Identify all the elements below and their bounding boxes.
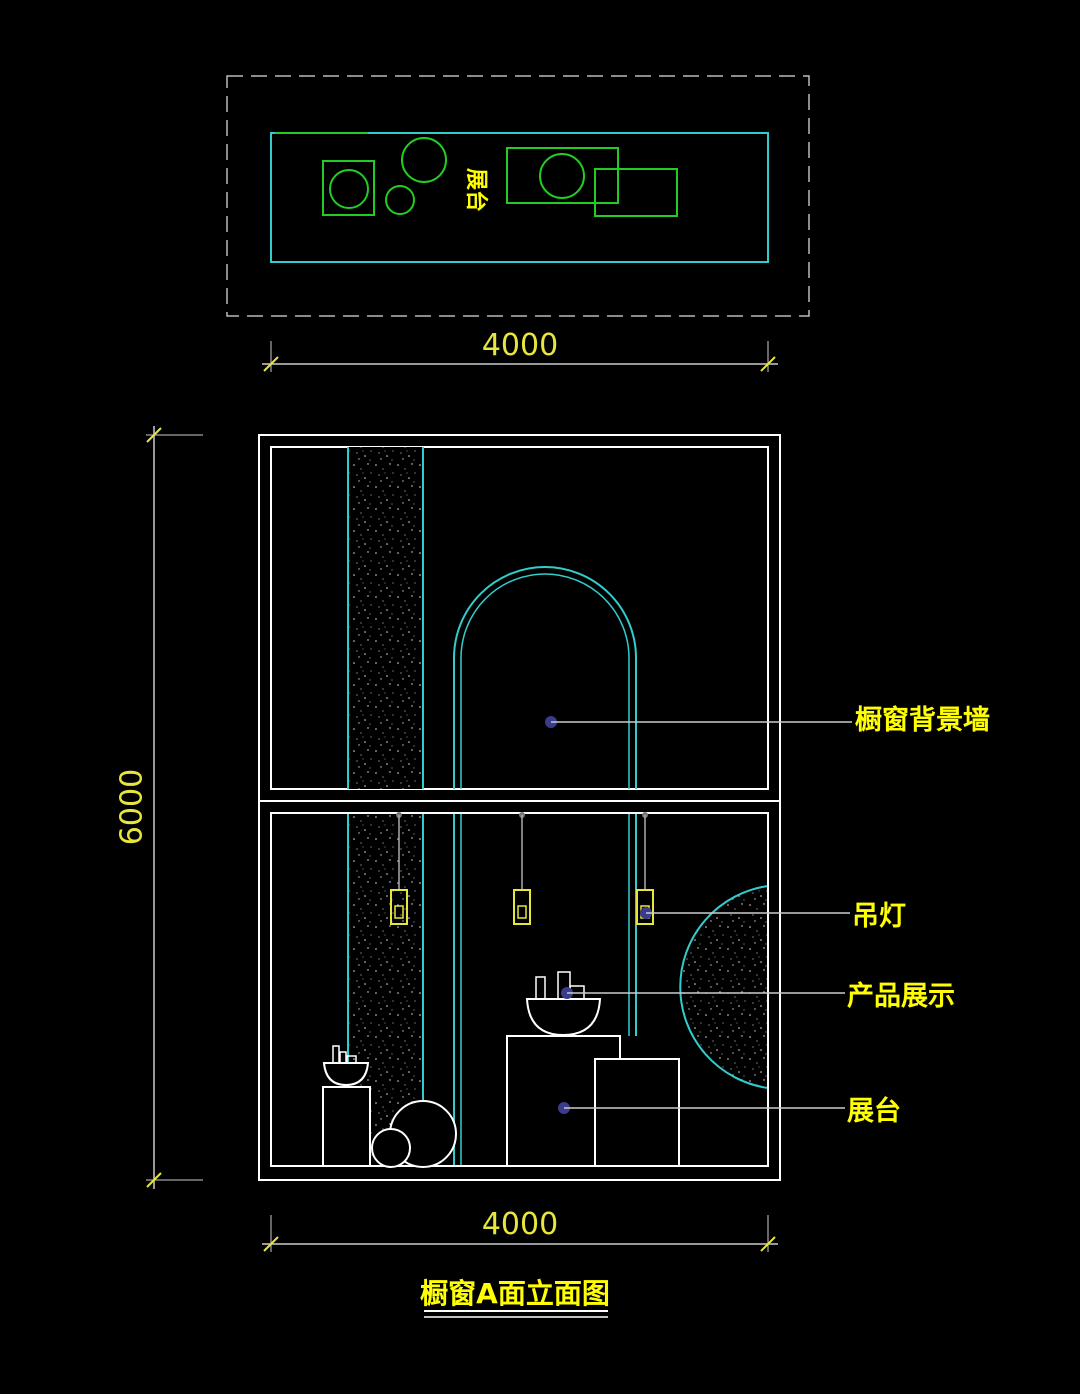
callout-pendant-light <box>640 907 850 919</box>
label-product-display: 产品展示 <box>847 981 955 1012</box>
stand-short-right <box>594 1058 680 1167</box>
plan-circle-small <box>385 185 415 215</box>
bowl-icon <box>322 1045 370 1087</box>
pendant-lamp-icon <box>390 812 408 925</box>
plan-circle-in-rect <box>539 153 585 199</box>
plan-window-outline <box>270 132 769 263</box>
elevation-width-text: 4000 <box>482 1207 558 1242</box>
drawing-title-text: 橱窗A面立面图 <box>420 1277 610 1310</box>
drawing-title: 橱窗A面立面图 <box>420 1277 610 1318</box>
label-background-wall: 橱窗背景墙 <box>855 704 990 736</box>
arch-inner <box>460 573 630 789</box>
pendant-lamp-icon <box>636 812 654 925</box>
plan-rect-stand-1 <box>506 147 619 204</box>
label-pendant-light: 吊灯 <box>852 901 906 932</box>
elevation-height-text: 6000 <box>115 769 150 845</box>
plan-width-dimension: 4000 <box>262 328 778 372</box>
half-circle-decor <box>679 884 769 1090</box>
arch-icon <box>453 566 637 789</box>
plan-label-display-stand: 展台 <box>463 168 489 212</box>
callout-product-display <box>561 987 845 999</box>
sphere-icon <box>371 1128 411 1168</box>
plan-dashed-boundary <box>226 75 810 317</box>
speckle-column-upper <box>348 447 423 789</box>
label-display-stand: 展台 <box>847 1095 901 1127</box>
plan-view: 展台 4000 <box>226 75 810 372</box>
stand-small-left <box>322 1086 371 1167</box>
callout-display-stand <box>558 1102 845 1114</box>
elevation-width-dimension: 4000 <box>262 1207 778 1252</box>
bowl-icon <box>525 971 602 1037</box>
plan-rect-stand-2 <box>594 168 678 217</box>
plan-square-stand <box>322 160 375 216</box>
plan-circle-in-square <box>329 169 369 209</box>
plan-circle-large <box>401 137 447 183</box>
elevation-outer-frame <box>258 434 781 1181</box>
pendant-lamp-icon <box>513 812 531 925</box>
callout-background-wall <box>545 716 852 728</box>
elevation-upper-panel <box>270 446 769 790</box>
plan-width-text: 4000 <box>482 328 558 363</box>
elevation-height-dimension: 6000 <box>115 426 203 1189</box>
elevation-view: 橱窗背景墙 吊灯 产品展示 展台 6000 4000 <box>115 426 990 1252</box>
